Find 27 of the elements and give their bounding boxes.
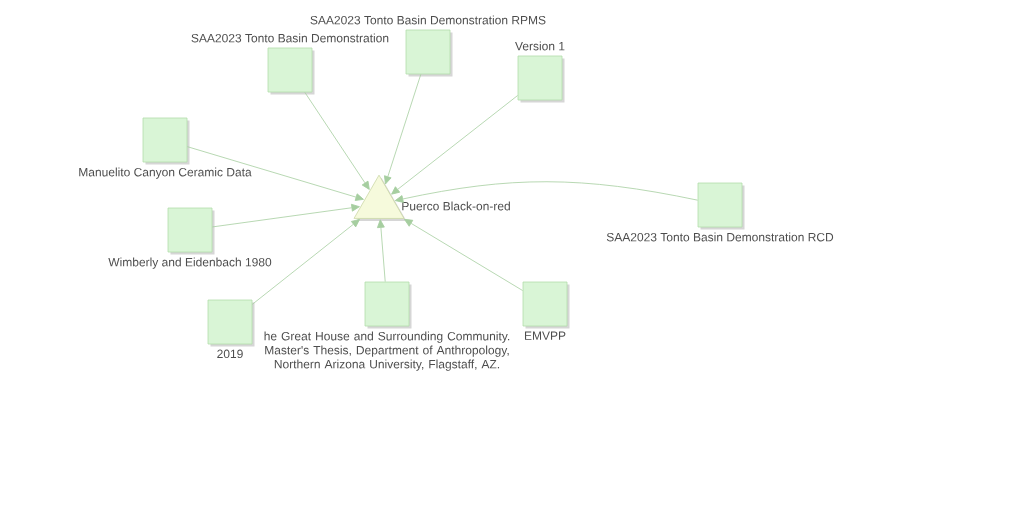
square-node: SAA2023 Tonto Basin Demonstration RCD (606, 182, 834, 242)
node-label: SAA2023 Tonto Basin Demonstration (191, 33, 389, 43)
square-node: Wimberly and Eidenbach 1980 (108, 207, 272, 269)
node-label: Manuelito Canyon Ceramic Data (79, 167, 252, 179)
square-node: he Great House and Surrounding Community. Master's Thesis, Department of Anthropology, Northern Arizona University, Flagstaff, AZ. (264, 281, 510, 371)
arrow (394, 181, 698, 203)
square-node: 2019 (207, 299, 255, 359)
square-node: EMVPP (522, 281, 570, 340)
square-node: SAA2023 Tonto Basin Demonstration (191, 33, 389, 95)
arrow (304, 92, 370, 190)
node-label: 2019 (217, 349, 243, 359)
arrow (187, 146, 364, 201)
node-label: SAA2023 Tonto Basin Demonstration RCD (606, 232, 834, 242)
node-label: SAA2023 Tonto Basin Demonstration RPMS (310, 15, 546, 25)
arrow (377, 219, 386, 282)
arrow (404, 218, 523, 291)
node-label: Puerco Black-on-red (402, 201, 510, 211)
node-label: Wimberly and Eidenbach 1980 (108, 257, 272, 269)
arrow (391, 95, 518, 195)
arrow (212, 203, 360, 228)
arrow (384, 74, 422, 185)
square-node: Manuelito Canyon Ceramic Data (79, 117, 252, 179)
node-label: he Great House and Surrounding Community. Master's Thesis, Department of Anthropology, Northern Arizona University, Flagstaff, AZ. (264, 331, 510, 371)
node-label: Version 1 (515, 41, 565, 51)
arrow (252, 219, 360, 305)
node-label: EMVPP (524, 331, 566, 340)
square-node: Version 1 (515, 41, 565, 103)
